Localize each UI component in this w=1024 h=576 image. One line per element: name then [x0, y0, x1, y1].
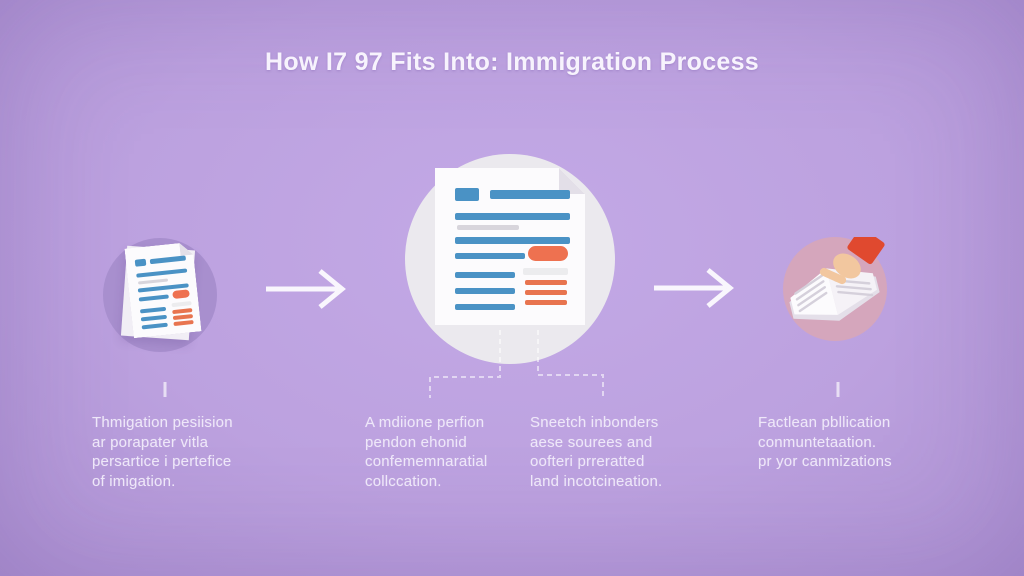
caption-line: A mdiione perfion — [365, 414, 485, 431]
doc-button — [528, 246, 568, 261]
doc-line — [141, 315, 167, 322]
caption-line: Factlean pbllication — [758, 414, 891, 431]
document-detail-icon — [435, 168, 585, 325]
caption-line: persartice i pertefice — [92, 453, 232, 470]
caption-line: ar porapater vitla — [92, 433, 209, 451]
doc-line — [455, 213, 570, 220]
doc-box — [523, 268, 568, 275]
pointing-hand — [819, 227, 885, 285]
doc-line — [173, 314, 193, 320]
doc-line — [138, 278, 168, 284]
doc-line — [139, 294, 169, 301]
doc-line — [455, 304, 515, 310]
caption-line: land incotcineation. — [530, 472, 663, 490]
document-icon — [124, 242, 201, 339]
doc-line — [136, 268, 187, 277]
doc-line — [455, 288, 515, 294]
caption-line: oofteri prreratted — [530, 453, 645, 470]
doc-line — [525, 290, 567, 295]
step3-circle — [783, 227, 887, 341]
caption-line: conmuntetaation. — [758, 433, 877, 451]
caption-line: Sneetch inbonders — [530, 414, 659, 431]
doc-line — [525, 300, 567, 305]
step2-caption: A mdiione perfion pendon ehonid confemem… — [365, 413, 525, 491]
step3-caption: Sneetch inbonders aese sourees and oofte… — [530, 413, 690, 491]
doc-line — [455, 253, 525, 259]
caption-line: confememnaratial — [365, 453, 488, 470]
doc-line — [172, 308, 192, 314]
doc-button — [172, 289, 190, 299]
arrow-right-icon — [266, 269, 346, 309]
doc-chip — [135, 259, 147, 267]
doc-line — [173, 320, 193, 326]
page-title: How I7 97 Fits Into: Immigration Process — [264, 48, 760, 76]
doc-line — [150, 255, 186, 264]
doc-box — [171, 301, 191, 307]
open-book-pointing-hand-icon — [789, 227, 885, 321]
doc-line — [455, 237, 570, 244]
doc-line — [490, 190, 570, 199]
doc-line — [142, 323, 168, 330]
caption-line: Thmigation pesiision — [92, 414, 233, 431]
doc-line — [455, 272, 515, 278]
caption-line: collccation. — [365, 472, 442, 490]
doc-chip — [455, 188, 479, 201]
caption-line: pr yor canmizations — [758, 453, 892, 470]
caption-line: of imigation. — [92, 472, 176, 490]
step4-caption: Factlean pbllication conmuntetaation. pr… — [758, 413, 938, 472]
doc-line — [525, 280, 567, 285]
doc-line — [140, 307, 166, 314]
caption-line: pendon ehonid — [365, 433, 467, 451]
arrow-right-icon — [654, 268, 734, 308]
step1-caption: Thmigation pesiision ar porapater vitla … — [92, 413, 267, 491]
caption-line: aese sourees and — [530, 433, 653, 451]
doc-line — [457, 225, 519, 230]
